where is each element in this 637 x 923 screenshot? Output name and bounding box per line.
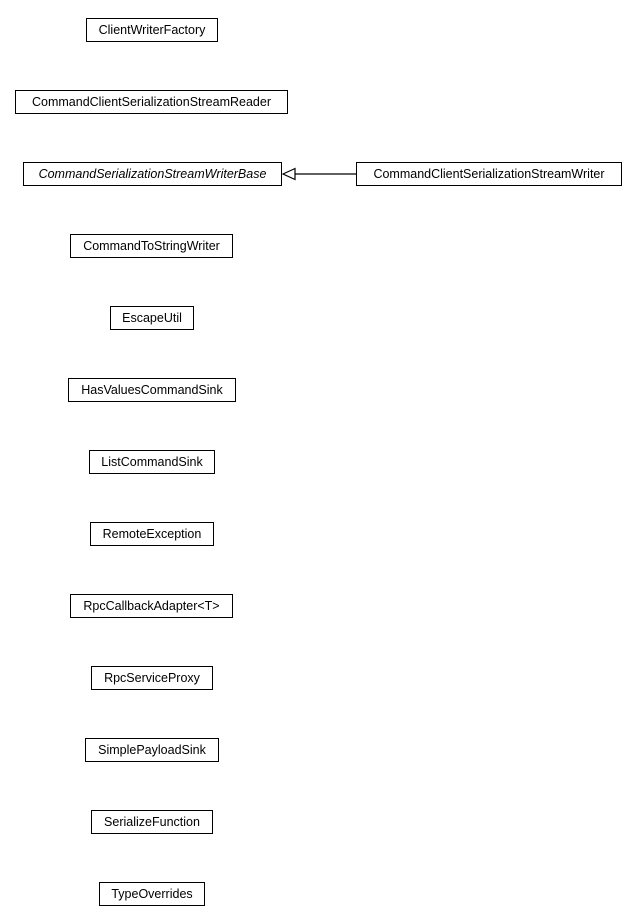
class-node-escapeutil[interactable]: EscapeUtil <box>110 306 194 330</box>
class-node-serializefunction[interactable]: SerializeFunction <box>91 810 213 834</box>
class-node-simplepayloadsink[interactable]: SimplePayloadSink <box>85 738 219 762</box>
class-node-rpccallbackadapter-t[interactable]: RpcCallbackAdapter<T> <box>70 594 233 618</box>
class-node-label: ClientWriterFactory <box>98 22 206 37</box>
class-node-label: TypeOverrides <box>111 886 193 901</box>
class-node-label: SerializeFunction <box>104 814 200 829</box>
class-node-commandclientserializationstreamwriter[interactable]: CommandClientSerializationStreamWriter <box>356 162 622 186</box>
class-node-commandtostringwriter[interactable]: CommandToStringWriter <box>70 234 233 258</box>
class-node-label: RpcServiceProxy <box>104 670 200 685</box>
class-node-clientwriterfactory[interactable]: ClientWriterFactory <box>86 18 218 42</box>
class-node-label: HasValuesCommandSink <box>81 382 223 397</box>
class-node-label: RemoteException <box>102 526 202 541</box>
class-node-commandserializationstreamwriterbase[interactable]: CommandSerializationStreamWriterBase <box>23 162 282 186</box>
class-node-listcommandsink[interactable]: ListCommandSink <box>89 450 215 474</box>
class-node-remoteexception[interactable]: RemoteException <box>90 522 214 546</box>
class-node-label: CommandToStringWriter <box>83 238 220 253</box>
generalization-edge <box>281 167 356 181</box>
class-node-rpcserviceproxy[interactable]: RpcServiceProxy <box>91 666 213 690</box>
class-node-commandclientserializationstreamreader[interactable]: CommandClientSerializationStreamReader <box>15 90 288 114</box>
class-node-hasvaluescommandsink[interactable]: HasValuesCommandSink <box>68 378 236 402</box>
class-node-label: RpcCallbackAdapter<T> <box>83 598 220 613</box>
hollow-triangle-arrowhead-icon <box>281 167 296 181</box>
class-node-label: ListCommandSink <box>101 454 203 469</box>
class-node-label: CommandClientSerializationStreamReader <box>32 94 271 109</box>
class-node-label: EscapeUtil <box>122 310 182 325</box>
class-node-typeoverrides[interactable]: TypeOverrides <box>99 882 205 906</box>
class-node-label: SimplePayloadSink <box>98 742 206 757</box>
class-node-label: CommandClientSerializationStreamWriter <box>373 166 605 181</box>
class-node-label: CommandSerializationStreamWriterBase <box>38 166 267 181</box>
